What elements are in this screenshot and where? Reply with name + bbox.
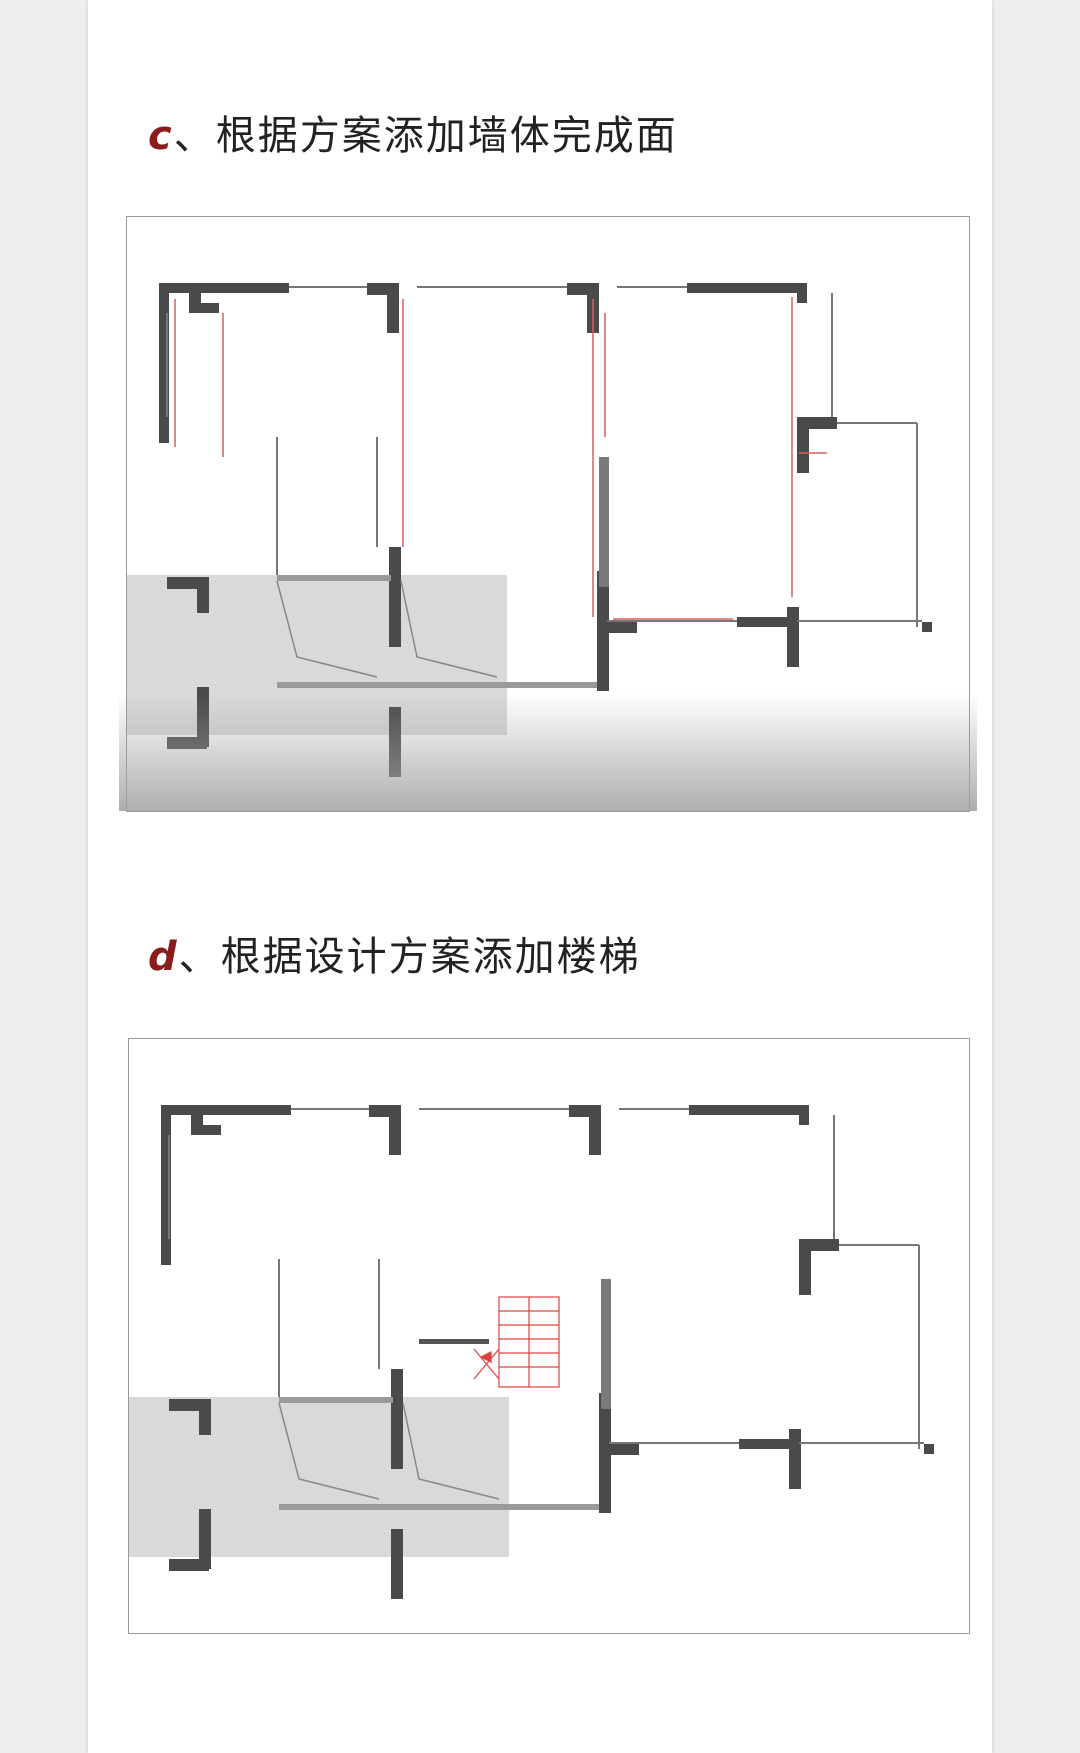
balcony-stairs: [276, 580, 498, 678]
floor-plan-drawing: [129, 1105, 934, 1599]
floor-plan-wall-finish: [119, 216, 977, 812]
section-text: 根据方案添加墙体完成面: [215, 113, 678, 159]
balcony-area: [127, 575, 507, 735]
section-letter: d: [148, 934, 179, 980]
walls: [161, 1105, 934, 1599]
article-page: c、根据方案添加墙体完成面: [88, 0, 992, 1753]
section-letter: c: [148, 113, 174, 159]
section-text: 根据设计方案添加楼梯: [220, 934, 641, 980]
section-heading-c: c、根据方案添加墙体完成面: [148, 112, 678, 160]
window-lines: [166, 286, 922, 627]
floor-plan-stairs: [128, 1038, 970, 1634]
section-separator: 、: [173, 113, 216, 159]
section-heading-d: d、根据设计方案添加楼梯: [148, 933, 641, 981]
balcony-area: [129, 1397, 509, 1557]
window-lines: [168, 1108, 924, 1449]
new-stair: [473, 1296, 560, 1388]
balcony-stairs: [278, 1402, 500, 1500]
finish-lines: [174, 297, 827, 620]
section-separator: 、: [178, 934, 221, 980]
floor-plan-drawing: [127, 283, 932, 777]
